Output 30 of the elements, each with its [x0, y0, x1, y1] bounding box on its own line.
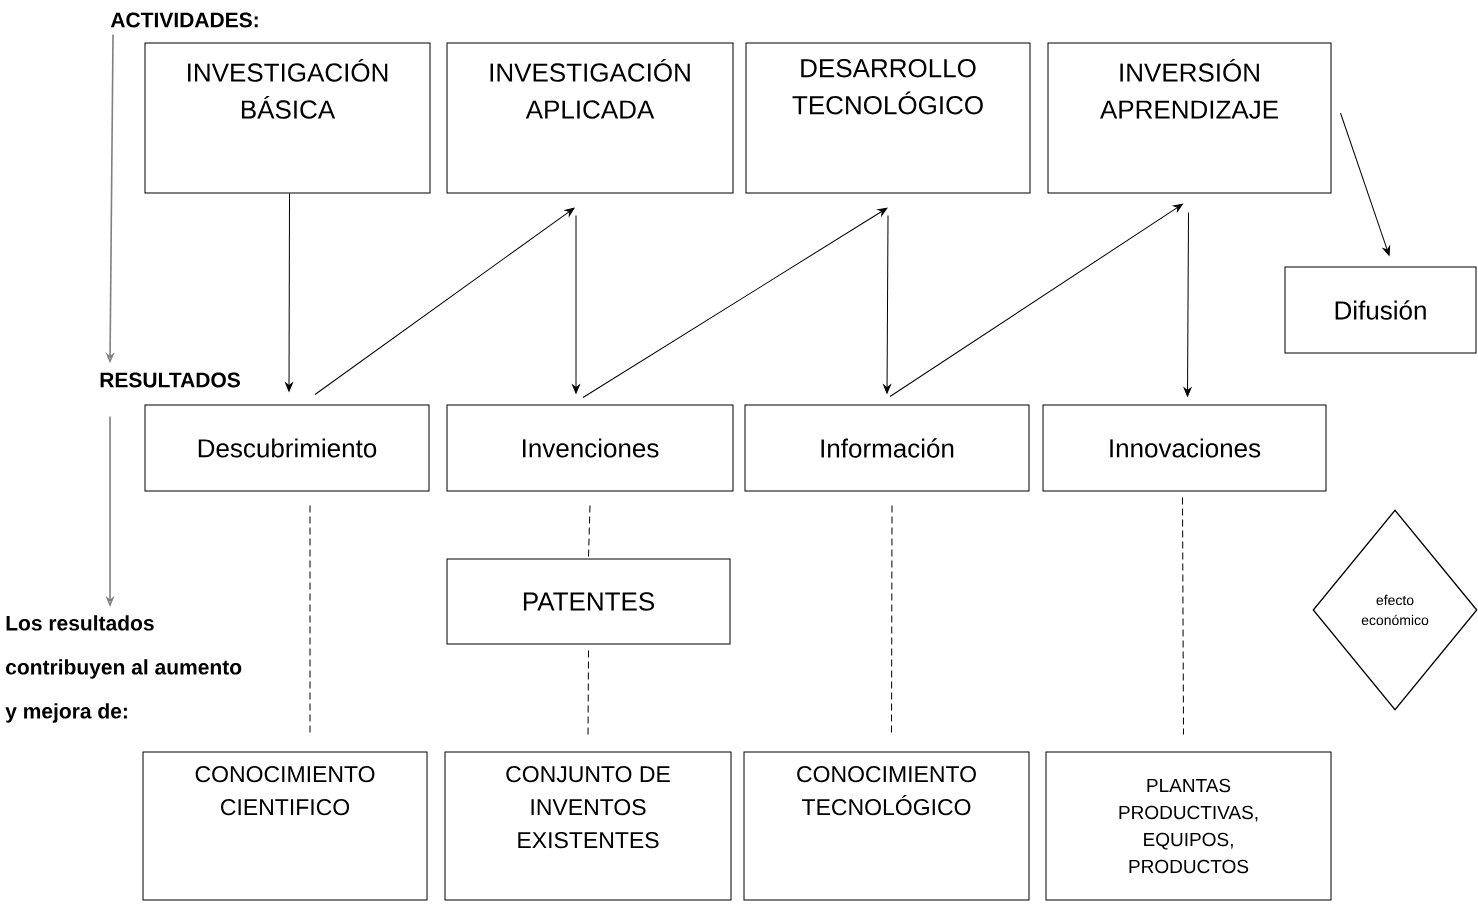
heading-text: RESULTADOS — [100, 372, 240, 388]
connector-line — [309, 505, 311, 735]
process-box: CONOCIMIENTO TECNOLÓGICO — [743, 751, 1030, 901]
arrow — [1340, 112, 1391, 256]
arrow — [314, 207, 575, 395]
connector-line — [587, 650, 589, 735]
heading-text: Los resultados contribuyen al aumento y mejora de: — [5, 615, 242, 723]
process-box: INVESTIGACIÓN BÁSICA — [144, 42, 431, 194]
process-box: CONOCIMIENTO CIENTIFICO — [142, 751, 428, 901]
connector-line — [588, 505, 591, 557]
arrow — [883, 215, 891, 394]
process-box: CONJUNTO DE INVENTOS EXISTENTES — [444, 751, 732, 901]
arrow — [889, 203, 1183, 397]
connector-line — [1182, 497, 1184, 735]
arrow — [285, 193, 293, 392]
process-box: Innovaciones — [1042, 404, 1327, 492]
arrow — [582, 207, 888, 398]
process-box: PLANTAS PRODUCTIVAS, EQUIPOS, PRODUCTOS — [1045, 751, 1332, 901]
process-box: Invenciones — [446, 404, 734, 492]
process-box: INVERSIÓN APRENDIZAJE — [1047, 42, 1332, 194]
process-box: PATENTES — [446, 558, 731, 645]
arrow — [572, 215, 580, 394]
process-box: Información — [744, 404, 1030, 492]
connector-line — [891, 505, 893, 735]
heading-text: ACTIVIDADES: — [110, 12, 258, 28]
process-box: Descubrimiento — [144, 404, 430, 492]
arrow — [1183, 212, 1192, 397]
process-box: Difusión — [1284, 266, 1477, 354]
process-box: INVESTIGACIÓN APLICADA — [446, 42, 734, 194]
process-box: DESARROLLO TECNOLÓGICO — [745, 42, 1031, 194]
